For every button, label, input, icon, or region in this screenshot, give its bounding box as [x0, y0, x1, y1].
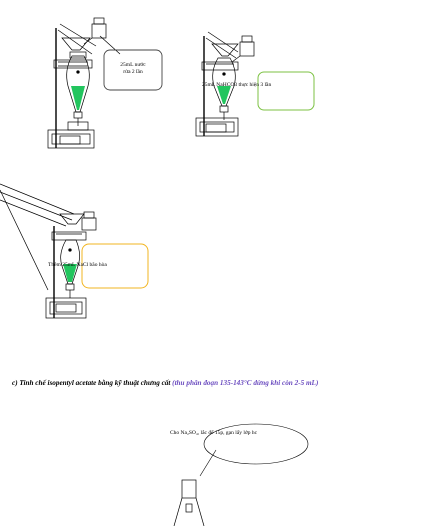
diagram1-label-line2: rửa 2 lần: [123, 69, 143, 75]
diagram1-label-line1: 25mL nước: [120, 62, 146, 68]
callout-box-1: [103, 49, 163, 91]
callout-box-2: [257, 71, 315, 111]
callout-box-3: [81, 243, 149, 289]
separatory-funnel-setup-3: [0, 183, 97, 319]
separatory-funnel-setup-2: [195, 31, 255, 137]
diagram2-label: 25mL NaHCO3 thực hiện 3 lần: [202, 82, 272, 88]
diagram1-label: 25mL nước rửa 2 lần: [110, 62, 156, 76]
heading-main: c) Tinh chế isopentyl acetate bằng kỹ th…: [12, 379, 173, 387]
callout-ellipse-4: [203, 423, 309, 465]
flask-bottom: [173, 479, 205, 526]
diagram4-label: Cho Na₂SO₄, lắc để 15p, gạn lấy lớp hc: [170, 430, 258, 436]
pointer-line-4: [199, 449, 217, 477]
section-heading: c) Tinh chế isopentyl acetate bằng kỹ th…: [12, 378, 412, 388]
separatory-funnel-setup-1: [47, 17, 121, 149]
diagram3-label: Thêm 25mL NaCl bão hòa: [48, 262, 107, 268]
heading-accent: (thu phân đoạn 135-143°C dừng khi còn 2-…: [172, 379, 319, 387]
liquid-layer-2: [217, 86, 231, 104]
liquid-layer-1: [71, 86, 85, 110]
liquid-layer-3: [63, 264, 77, 282]
